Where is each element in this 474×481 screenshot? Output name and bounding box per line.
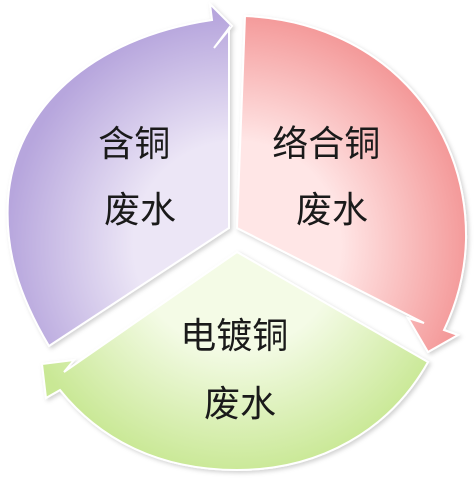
- segment-purple: [6, 1, 234, 348]
- purple-label-line-1: 含铜: [98, 124, 170, 165]
- green-label: 电镀铜 废水: [180, 316, 299, 425]
- purple-label: 含铜 废水: [98, 124, 181, 231]
- green-label-line-2: 废水: [204, 384, 276, 425]
- segment-green: [40, 250, 430, 472]
- red-label: 络合铜 废水: [272, 124, 391, 231]
- red-label-line-2: 废水: [296, 190, 368, 231]
- red-label-line-1: 络合铜: [272, 124, 380, 165]
- purple-label-line-2: 废水: [104, 190, 176, 231]
- segment-red: [235, 14, 468, 354]
- green-label-line-1: 电镀铜: [180, 316, 288, 357]
